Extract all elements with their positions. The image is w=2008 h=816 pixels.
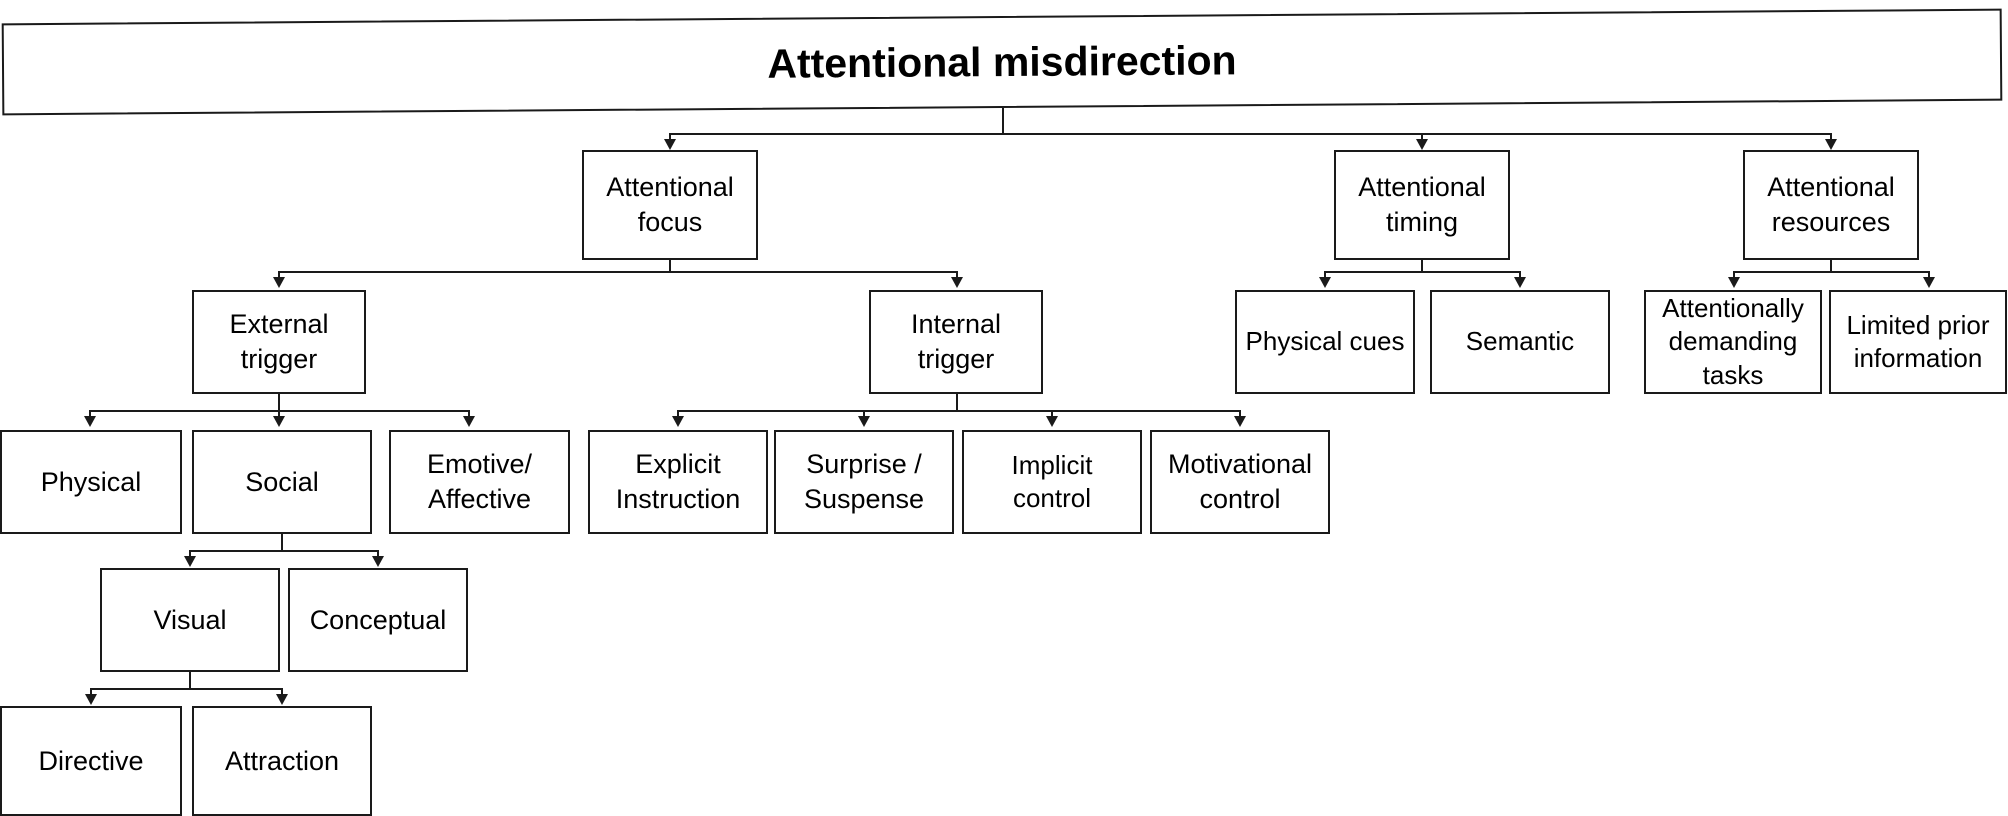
arrowhead-resources-demanding <box>1728 277 1740 288</box>
edge-social-conceptual <box>377 550 379 560</box>
node-attentionally-demanding-tasks[interactable]: Attentionally demanding tasks <box>1644 290 1822 394</box>
edge-focus-stem <box>669 260 671 273</box>
arrowhead-visual-directive <box>85 694 97 705</box>
node-conceptual[interactable]: Conceptual <box>288 568 468 672</box>
node-attentional-resources[interactable]: Attentional resources <box>1743 150 1919 260</box>
arrowhead-root-timing <box>1416 139 1428 150</box>
node-social[interactable]: Social <box>192 430 372 534</box>
arrowhead-timing-physical-cues <box>1319 277 1331 288</box>
arrowhead-external-physical <box>84 416 96 427</box>
arrowhead-internal-explicit <box>672 416 684 427</box>
arrowhead-social-visual <box>184 556 196 567</box>
edge-external-social <box>278 410 280 420</box>
node-attraction[interactable]: Attraction <box>192 706 372 816</box>
edge-timing-semantic <box>1519 271 1521 281</box>
node-physical[interactable]: Physical <box>0 430 182 534</box>
node-external-trigger[interactable]: External trigger <box>192 290 366 394</box>
node-directive[interactable]: Directive <box>0 706 182 816</box>
arrowhead-internal-motivational <box>1234 416 1246 427</box>
node-explicit-instruction[interactable]: Explicit Instruction <box>588 430 768 534</box>
arrowhead-timing-semantic <box>1514 277 1526 288</box>
node-physical-cues[interactable]: Physical cues <box>1235 290 1415 394</box>
edge-root-resources <box>1830 133 1832 143</box>
arrowhead-social-conceptual <box>372 556 384 567</box>
edge-social-stem <box>281 534 283 552</box>
arrowhead-focus-external <box>273 277 285 288</box>
edge-resources-limited <box>1928 271 1930 281</box>
node-implicit-control[interactable]: Implicit control <box>962 430 1142 534</box>
edge-internal-implicit <box>1051 410 1053 420</box>
node-emotive-affective[interactable]: Emotive/ Affective <box>389 430 570 534</box>
node-visual[interactable]: Visual <box>100 568 280 672</box>
edge-social-visual <box>189 550 191 560</box>
edge-external-physical <box>89 410 91 420</box>
node-motivational-control[interactable]: Motivational control <box>1150 430 1330 534</box>
edge-external-emotive <box>468 410 470 420</box>
edge-timing-stem <box>1421 260 1423 273</box>
edge-focus-external <box>278 271 280 281</box>
arrowhead-external-emotive <box>463 416 475 427</box>
edge-timing-physical-cues <box>1324 271 1326 281</box>
edge-internal-motivational <box>1239 410 1241 420</box>
arrowhead-resources-limited <box>1923 277 1935 288</box>
node-internal-trigger[interactable]: Internal trigger <box>869 290 1043 394</box>
arrowhead-internal-surprise <box>858 416 870 427</box>
edge-resources-demanding <box>1733 271 1735 281</box>
arrowhead-visual-attraction <box>276 694 288 705</box>
edge-internal-surprise <box>863 410 865 420</box>
edge-root-timing <box>1421 133 1423 143</box>
edge-internal-bus <box>677 410 1240 412</box>
node-root[interactable]: Attentional misdirection <box>1 8 2003 116</box>
arrowhead-focus-internal <box>951 277 963 288</box>
edge-focus-internal <box>956 271 958 281</box>
edge-external-stem <box>278 394 280 412</box>
arrowhead-internal-implicit <box>1046 416 1058 427</box>
arrowhead-external-social <box>273 416 285 427</box>
edge-visual-attraction <box>281 688 283 698</box>
edge-root-stem <box>1002 108 1004 135</box>
node-surprise-suspense[interactable]: Surprise / Suspense <box>774 430 954 534</box>
node-limited-prior-information[interactable]: Limited prior information <box>1829 290 2007 394</box>
edge-resources-bus <box>1733 271 1929 273</box>
node-attentional-focus[interactable]: Attentional focus <box>582 150 758 260</box>
edge-timing-bus <box>1324 271 1520 273</box>
arrowhead-root-resources <box>1825 139 1837 150</box>
edge-resources-stem <box>1830 260 1832 273</box>
edge-internal-stem <box>956 394 958 412</box>
edge-social-bus <box>189 550 379 552</box>
edge-visual-directive <box>90 688 92 698</box>
arrowhead-root-focus <box>664 139 676 150</box>
edge-root-bus <box>669 133 1832 135</box>
edge-focus-bus <box>278 271 957 273</box>
edge-internal-explicit <box>677 410 679 420</box>
edge-visual-bus <box>90 688 282 690</box>
node-attentional-timing[interactable]: Attentional timing <box>1334 150 1510 260</box>
node-semantic[interactable]: Semantic <box>1430 290 1610 394</box>
edge-root-focus <box>669 133 671 143</box>
edge-visual-stem <box>189 672 191 690</box>
